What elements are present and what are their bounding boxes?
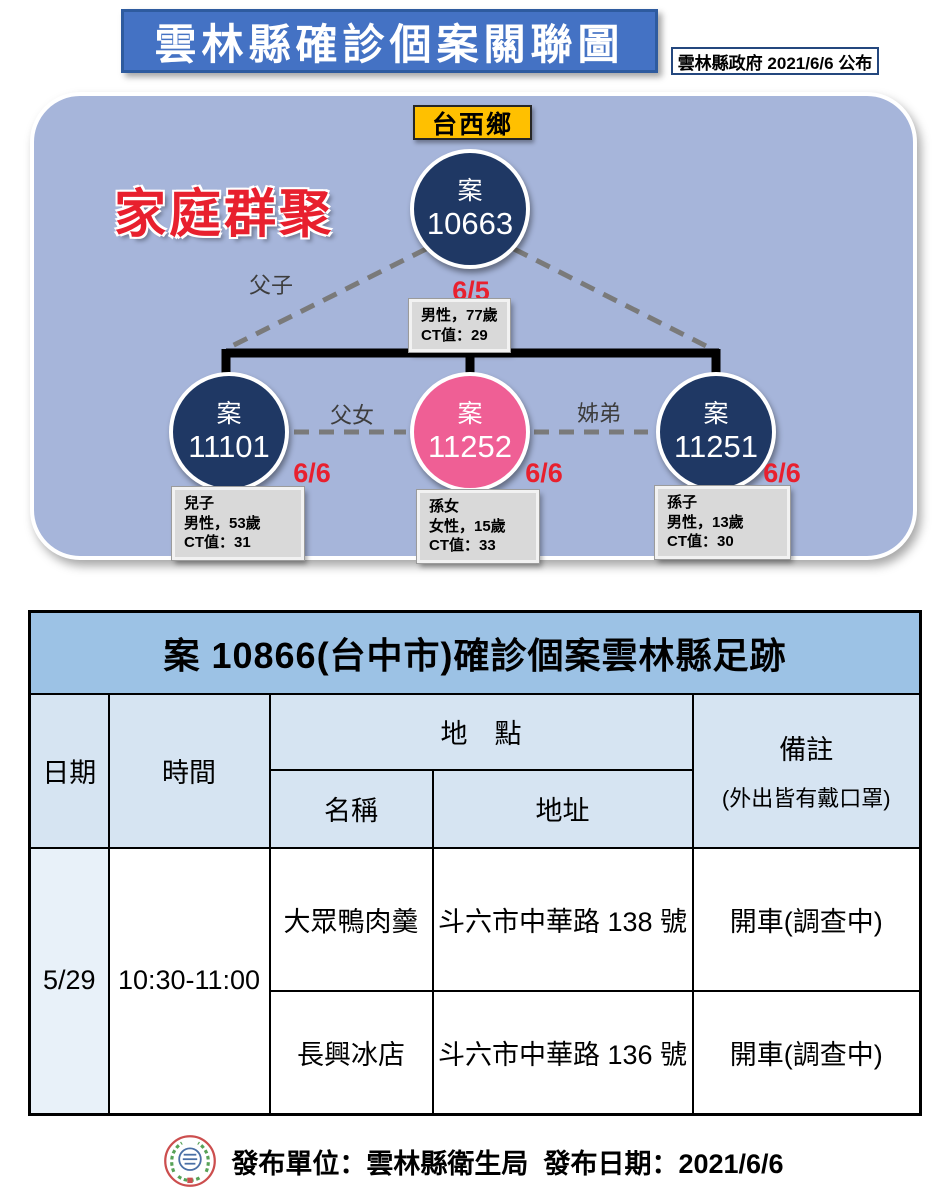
yunlin-health-bureau-seal-icon (164, 1135, 217, 1187)
info-line: CT值：33 (429, 537, 496, 554)
relation-label-sister-brother: 姊弟 (576, 401, 621, 426)
cluster-title: 家庭群聚 (114, 186, 335, 244)
column-header-time: 時間 (107, 692, 271, 849)
cell-address: 斗六市中華路 136 號 (431, 989, 694, 1116)
note-header-line2: (外出皆有戴口罩) (721, 786, 891, 811)
son-case-info: 兒子 男性，53歲 CT值：31 (171, 486, 305, 561)
info-line: 孫女 (429, 498, 460, 515)
footer-publisher-text: 發布單位：雲林縣衛生局 發布日期：2021/6/6 (231, 1148, 784, 1179)
son-case-date: 6/6 (293, 458, 331, 488)
column-header-name: 名稱 (268, 768, 434, 849)
dashed-link-index-right (512, 246, 714, 352)
info-line: 女性，15歲 (429, 517, 506, 535)
info-line: CT值：31 (184, 534, 251, 551)
info-line: 男性，13歲 (667, 513, 744, 531)
cell-note: 開車(調查中) (691, 989, 922, 1116)
column-header-note: 備註 (外出皆有戴口罩) (691, 692, 922, 849)
case-number: 11252 (428, 428, 512, 464)
table-row: 5/29 10:30-11:00 大眾鴨肉羹 斗六市中華路 138 號 開車(調… (28, 846, 922, 1116)
cell-date: 5/29 (28, 846, 110, 1116)
footprint-table-title: 案 10866(台中市)確診個案雲林縣足跡 (28, 610, 922, 695)
cell-note: 開車(調查中) (691, 846, 922, 992)
cell-address: 斗六市中華路 138 號 (431, 846, 694, 992)
case-number: 11101 (188, 428, 270, 464)
case-number: 11251 (674, 428, 758, 464)
column-header-location: 地 點 (268, 692, 694, 771)
cell-time: 10:30-11:00 (107, 846, 271, 1116)
info-line: CT值：29 (421, 326, 488, 344)
case-number: 10663 (426, 205, 514, 241)
footer: 發布單位：雲林縣衛生局 發布日期：2021/6/6 (0, 1128, 947, 1194)
cell-place-name: 大眾鴨肉羹 (268, 846, 434, 992)
township-badge: 台西鄉 (413, 105, 532, 140)
publisher-date-badge: 雲林縣政府 2021/6/6 公布 (671, 47, 879, 75)
info-line: 男性，77歲 (421, 307, 498, 324)
info-line: 兒子 (184, 495, 215, 512)
column-header-address: 地址 (431, 768, 694, 849)
family-cluster-panel: 家庭群聚 台西鄉 父子 父女 姊弟 案 10663 6/5 男性，77歲 CT值… (30, 92, 917, 564)
case-prefix: 案 (703, 399, 729, 428)
footprint-table: 案 10866(台中市)確診個案雲林縣足跡 日期 時間 地 點 備註 (外出皆有… (28, 610, 923, 1116)
grandson-case-info: 孫子 男性，13歲 CT值：30 (654, 485, 791, 560)
index-case-info: 男性，77歲 CT值：29 (408, 298, 511, 353)
info-line: 孫子 (667, 494, 698, 511)
note-header-line1: 備註 (779, 735, 834, 765)
case-prefix: 案 (457, 399, 483, 428)
info-line: 男性，53歲 (184, 514, 261, 532)
relation-label-father-daughter: 父女 (329, 403, 374, 428)
case-prefix: 案 (457, 176, 483, 205)
granddaughter-case-info: 孫女 女性，15歲 CT值：33 (416, 489, 540, 564)
relation-label-father-son: 父子 (248, 273, 293, 298)
case-prefix: 案 (216, 399, 242, 428)
grandson-case-date: 6/6 (763, 458, 801, 488)
table-row: 長興冰店 斗六市中華路 136 號 開車(調查中) (30, 989, 922, 1116)
cell-place-name: 長興冰店 (268, 989, 434, 1116)
page-title: 雲林縣確診個案關聯圖 (121, 9, 658, 73)
granddaughter-case-date: 6/6 (525, 458, 563, 488)
index-case-node: 案 10663 (410, 149, 530, 269)
dashed-link-index-left (228, 246, 428, 350)
info-line: CT值：30 (667, 533, 734, 550)
grandson-case-node: 案 11251 (656, 372, 776, 492)
column-header-date: 日期 (28, 692, 110, 849)
son-case-node: 案 11101 (169, 372, 289, 492)
